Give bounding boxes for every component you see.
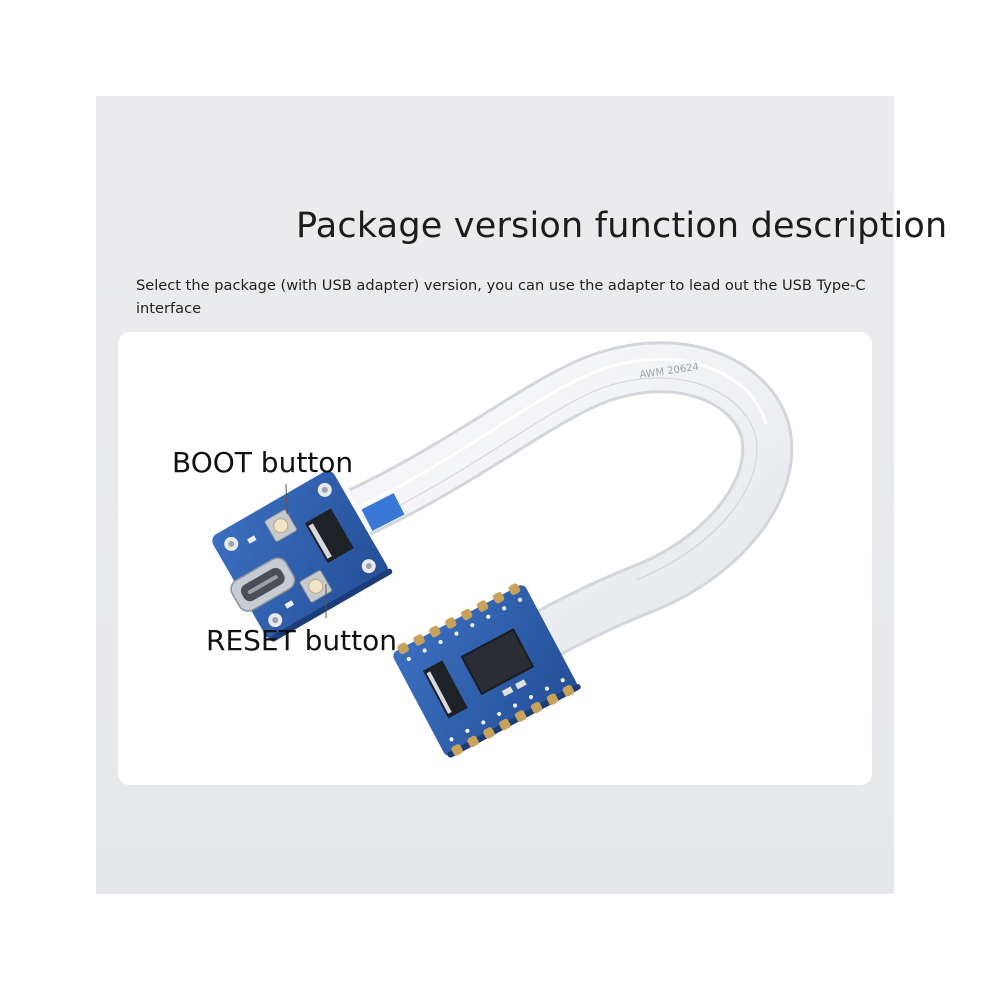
page-title: Package version function description <box>296 206 948 246</box>
mcu-board <box>393 583 581 758</box>
boot-callout-line <box>285 483 288 515</box>
ffc-cable: AWM 20624 <box>348 341 794 673</box>
cable-tip-left <box>361 493 405 531</box>
ffc-connector <box>304 508 354 564</box>
mcu-ffc-connector <box>422 660 468 719</box>
page-description: Select the package (with USB adapter) ve… <box>136 277 866 317</box>
boot-button-label: BOOT button <box>172 446 354 479</box>
reset-button-label: RESET button <box>206 624 397 657</box>
usb-adapter-board <box>212 470 393 642</box>
